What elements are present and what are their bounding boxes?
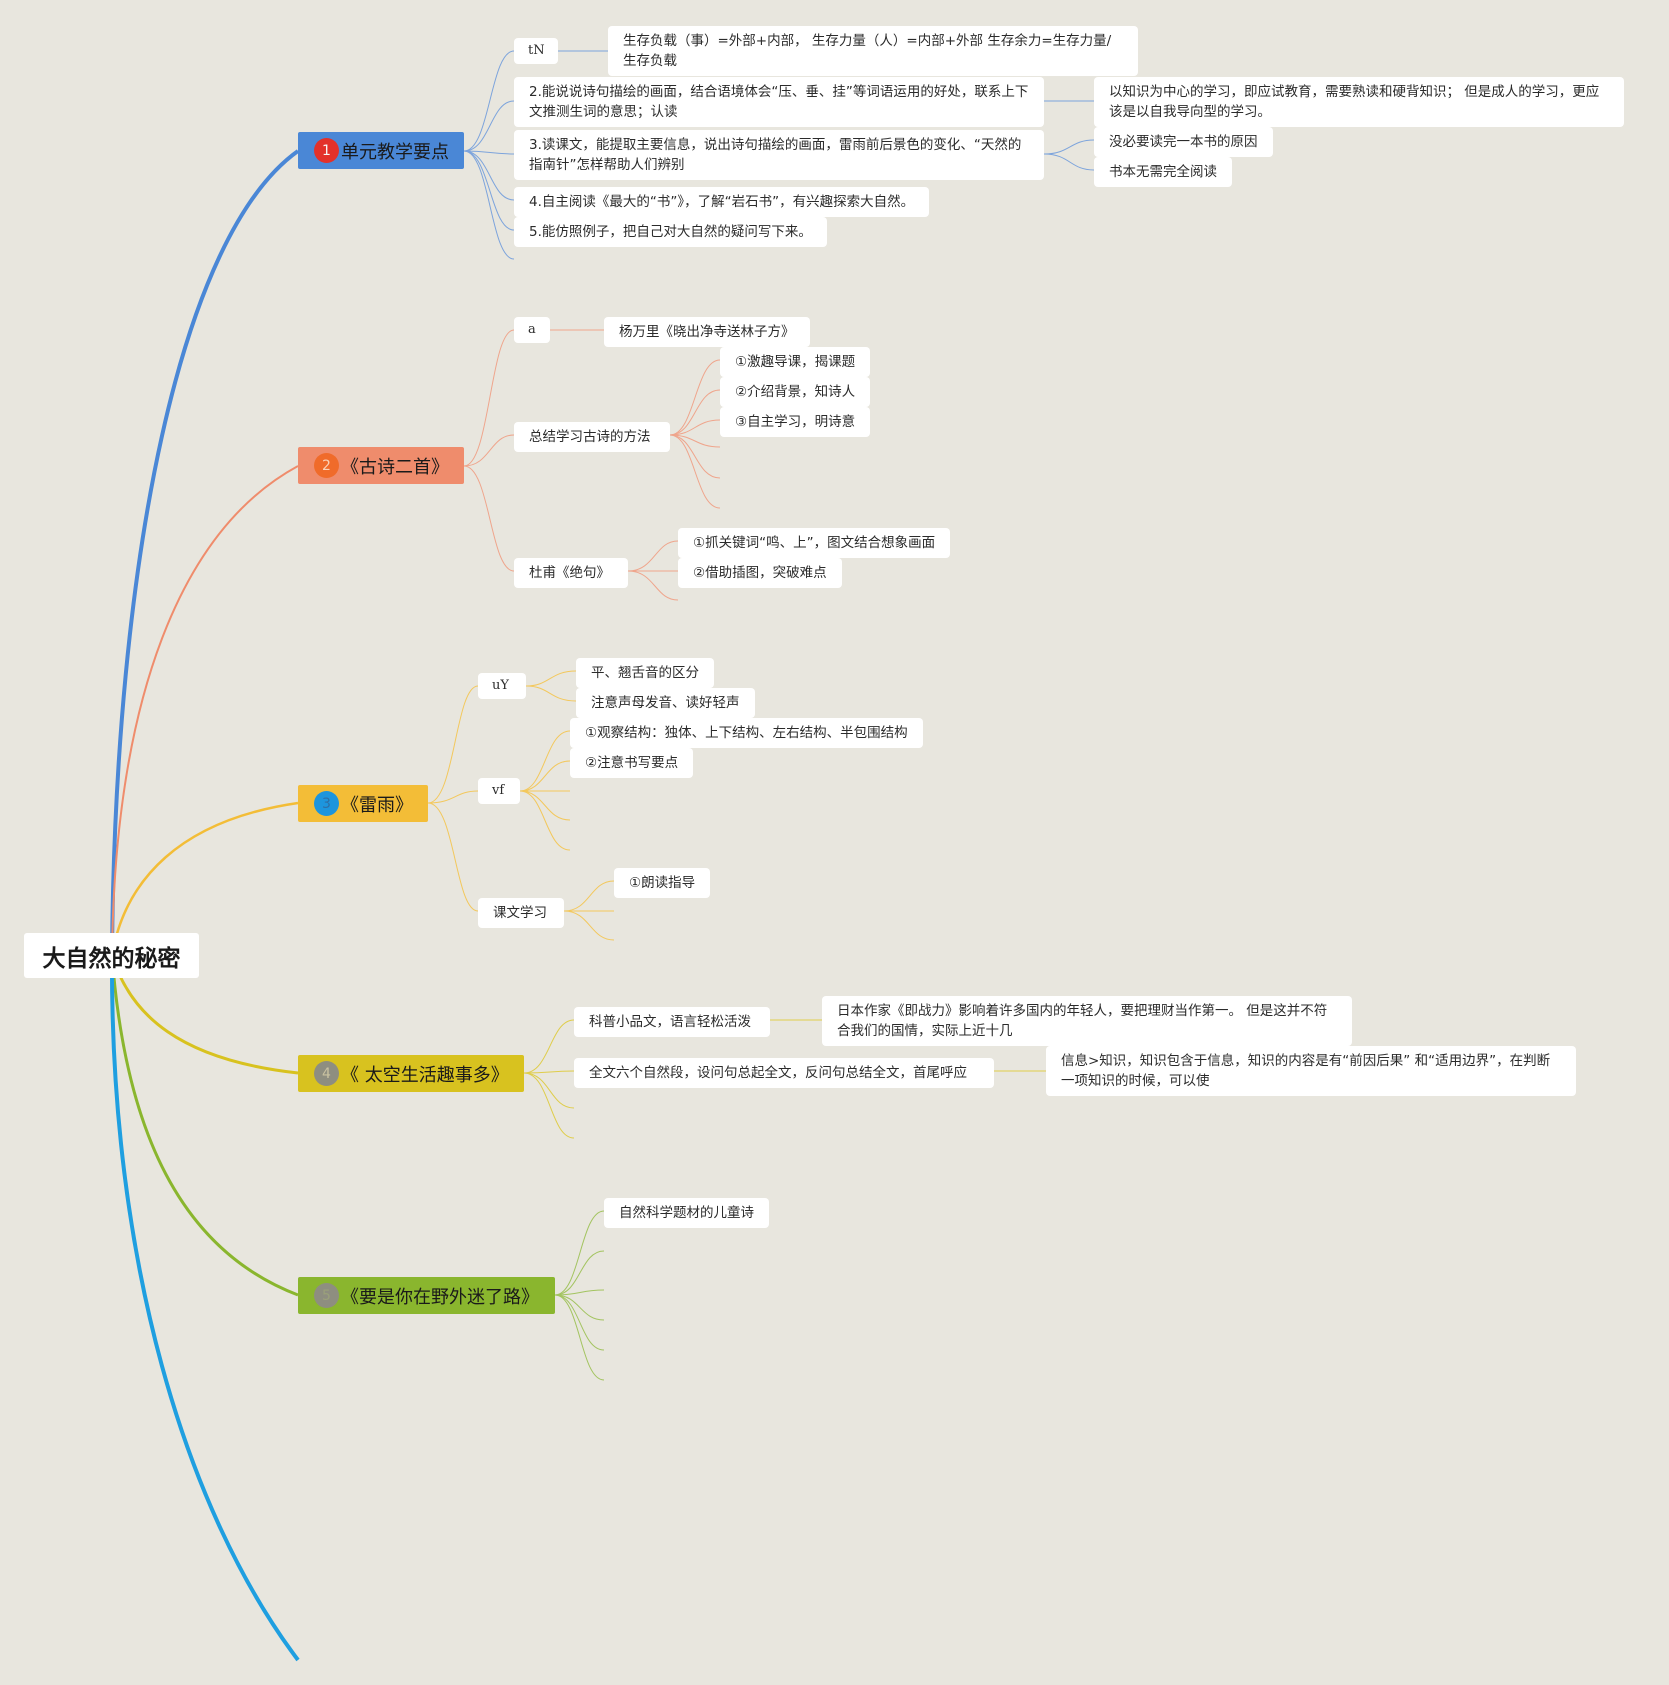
node-tn[interactable]: tN xyxy=(514,38,558,64)
node-a[interactable]: a xyxy=(514,317,550,343)
branch-thunderstorm[interactable]: 3 《雷雨》 xyxy=(298,785,428,822)
node-vf-structure[interactable]: ①观察结构：独体、上下结构、左右结构、半包围结构 xyxy=(570,718,923,748)
node-yang-wanli-poem[interactable]: 杨万里《晓出净寺送林子方》 xyxy=(604,317,810,347)
number-badge-icon: 5 xyxy=(314,1283,339,1308)
branch-label: 《 太空生活趣事多》 xyxy=(341,1064,509,1086)
root-link-b3 xyxy=(110,801,299,956)
branch-label: 单元教学要点 xyxy=(341,141,449,163)
node-point-3-note-1[interactable]: 没必要读完一本书的原因 xyxy=(1094,127,1273,157)
node-science-essay-note[interactable]: 日本作家《即战力》影响着许多国内的年轻人，要把理财当作第一。 但是这并不符合我们… xyxy=(822,996,1352,1046)
node-science-essay[interactable]: 科普小品文，语言轻松活泼 xyxy=(574,1007,770,1037)
branch-space-life[interactable]: 4 《 太空生活趣事多》 xyxy=(298,1055,524,1092)
node-children-poem[interactable]: 自然科学题材的儿童诗 xyxy=(604,1198,769,1228)
root-link-b1 xyxy=(110,149,300,956)
branch-unit-teaching-points[interactable]: 1 单元教学要点 xyxy=(298,132,464,169)
node-vf-writing[interactable]: ②注意书写要点 xyxy=(570,748,694,778)
node-uy-tongue-sounds[interactable]: 平、翘舌音的区分 xyxy=(576,658,714,688)
number-badge-icon: 1 xyxy=(314,138,339,163)
node-uy[interactable]: uY xyxy=(478,673,526,699)
node-point-3-note-2[interactable]: 书本无需完全阅读 xyxy=(1094,157,1232,187)
node-method-step-2[interactable]: ②介绍背景，知诗人 xyxy=(720,377,871,407)
node-tn-note[interactable]: 生存负载（事）=外部+内部， 生存力量（人）=内部+外部 生存余力=生存力量/生… xyxy=(608,26,1138,76)
node-du-fu-step-1[interactable]: ①抓关键词“鸣、上”，图文结合想象画面 xyxy=(678,528,951,558)
node-point-3[interactable]: 3.读课文，能提取主要信息，说出诗句描绘的画面，雷雨前后景色的变化、“天然的指南… xyxy=(514,130,1044,180)
number-badge-icon: 4 xyxy=(314,1061,339,1086)
root-link-b2 xyxy=(111,465,299,956)
number-badge-icon: 2 xyxy=(314,453,339,478)
branch-label: 《古诗二首》 xyxy=(341,456,449,478)
branch-label: 《雷雨》 xyxy=(341,794,413,816)
root-link-extra xyxy=(109,954,300,1662)
number-badge-icon: 3 xyxy=(314,791,339,816)
branch-lost-in-wild[interactable]: 5 《要是你在野外迷了路》 xyxy=(298,1277,555,1314)
node-paragraph-structure[interactable]: 全文六个自然段，设问句总起全文，反问句总结全文，首尾呼应 xyxy=(574,1058,994,1088)
node-paragraph-structure-note[interactable]: 信息>知识，知识包含于信息，知识的内容是有“前因后果” 和“适用边界”，在判断一… xyxy=(1046,1046,1576,1096)
branch-two-ancient-poems[interactable]: 2 《古诗二首》 xyxy=(298,447,464,484)
node-poem-method[interactable]: 总结学习古诗的方法 xyxy=(514,422,670,452)
node-du-fu-poem[interactable]: 杜甫《绝句》 xyxy=(514,558,628,588)
root-topic[interactable]: 大自然的秘密 xyxy=(24,933,199,978)
node-method-step-1[interactable]: ①激趣导课，揭课题 xyxy=(720,347,871,377)
node-point-4[interactable]: 4.自主阅读《最大的“书”》，了解“岩石书”，有兴趣探索大自然。 xyxy=(514,187,930,217)
node-reading-guide[interactable]: ①朗读指导 xyxy=(614,868,711,898)
node-uy-pronunciation[interactable]: 注意声母发音、读好轻声 xyxy=(576,688,755,718)
branch-label: 《要是你在野外迷了路》 xyxy=(341,1286,539,1308)
node-point-2[interactable]: 2.能说说诗句描绘的画面，结合语境体会“压、垂、挂”等词语运用的好处，联系上下文… xyxy=(514,77,1044,127)
node-lesson-study[interactable]: 课文学习 xyxy=(478,898,564,928)
node-method-step-3[interactable]: ③自主学习，明诗意 xyxy=(720,407,871,437)
node-vf[interactable]: vf xyxy=(478,778,520,804)
node-du-fu-step-2[interactable]: ②借助插图，突破难点 xyxy=(678,558,842,588)
root-link-b5 xyxy=(110,954,299,1297)
node-point-2-note[interactable]: 以知识为中心的学习，即应试教育，需要熟读和硬背知识； 但是成人的学习，更应该是以… xyxy=(1094,77,1624,127)
node-point-5[interactable]: 5.能仿照例子，把自己对大自然的疑问写下来。 xyxy=(514,217,827,247)
